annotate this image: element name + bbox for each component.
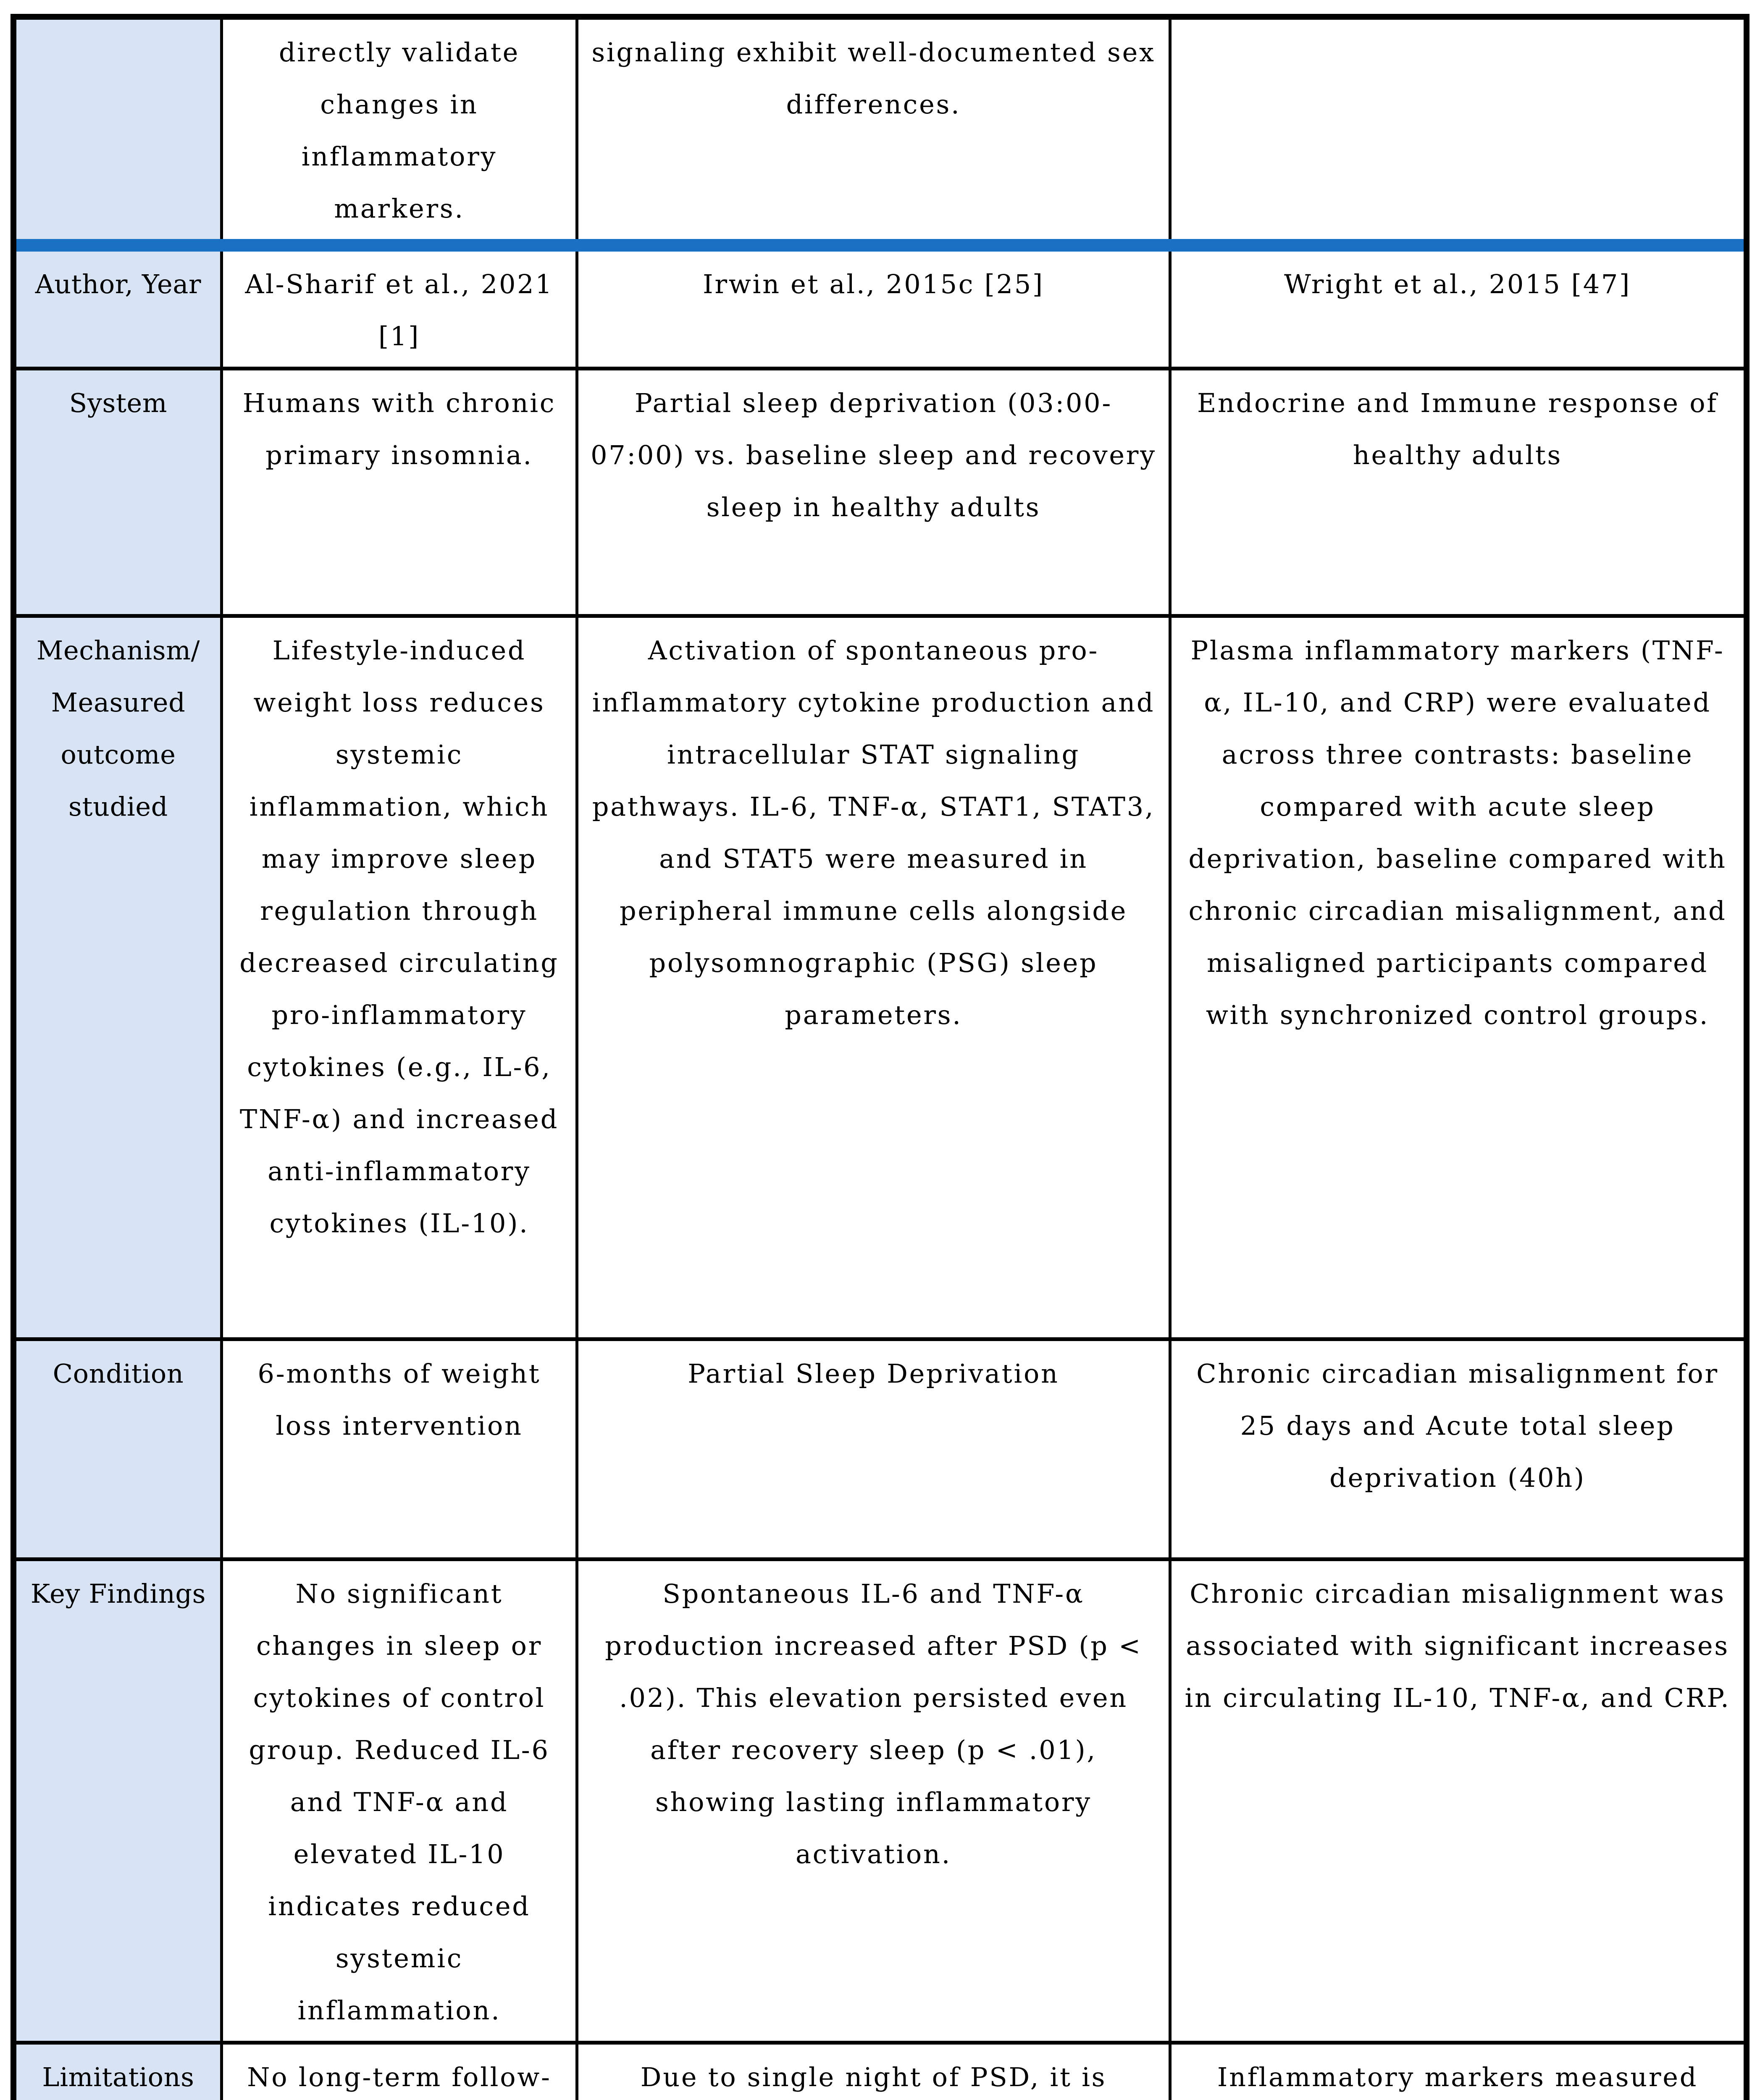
data-cell: No long-term follow-up to assess durabil… [223, 2045, 578, 2100]
data-cell: Partial Sleep Deprivation [578, 1341, 1172, 1557]
data-cell: Endocrine and Immune response of healthy… [1197, 388, 1718, 470]
data-cell: Chronic circadian misalignment for 25 da… [1196, 1358, 1719, 1493]
row-header-cell: Limitations [16, 2045, 223, 2100]
table-row-limitations: Limitations No long-term follow-up to as… [16, 2045, 1744, 2100]
row-header-cell: Condition [16, 1341, 223, 1557]
table-row-continuation: directly validate changes in inflammator… [16, 20, 1744, 239]
row-header-cell: System [16, 370, 223, 614]
data-cell: directly validate changes in inflammator… [223, 20, 578, 239]
table-row-condition: Condition 6-months of weight loss interv… [16, 1341, 1744, 1561]
row-header-cell: Mechanism/ Measured outcome studied [16, 618, 223, 1337]
data-cell: Al-Sharif et al., 2021 [1] [223, 252, 578, 367]
table-row-author-year: Author, Year Al-Sharif et al., 2021 [1] … [16, 252, 1744, 370]
table-row-key-findings: Key Findings No significant changes in s… [16, 1561, 1744, 2045]
data-cell: Activation of spontaneous pro-inflammato… [578, 618, 1172, 1337]
row-header-cell: Author, Year [16, 252, 223, 367]
data-cell: signaling exhibit well-documented sex di… [578, 20, 1172, 239]
data-cell: 6-months of weight loss intervention [223, 1341, 578, 1557]
row-header-cell: Key Findings [16, 1561, 223, 2041]
data-cell: Lifestyle-induced weight loss reduces sy… [223, 618, 578, 1337]
data-cell: Humans with chronic primary insomnia. [223, 370, 578, 614]
table-row-mechanism: Mechanism/ Measured outcome studied Life… [16, 618, 1744, 1341]
review-table: directly validate changes in inflammator… [11, 14, 1749, 2100]
data-cell: No significant changes in sleep or cytok… [223, 1561, 578, 2041]
study-separator-band [16, 239, 1744, 252]
data-cell: Spontaneous IL-6 and TNF-α production in… [578, 1561, 1172, 2041]
row-header-cell [16, 20, 223, 239]
data-cell: Inflammatory markers measured infrequent… [1217, 2062, 1698, 2092]
data-cell: Due to single night of PSD, it is unclea… [578, 2045, 1172, 2100]
table-row-system: System Humans with chronic primary insom… [16, 370, 1744, 618]
data-cell: Partial sleep deprivation (03:00-07:00) … [578, 370, 1172, 614]
data-cell: Plasma inflammatory markers (TNF-α, IL-1… [1188, 635, 1727, 1030]
data-cell: Irwin et al., 2015c [25] [578, 252, 1172, 367]
data-cell [1172, 20, 1744, 239]
data-cell: Wright et al., 2015 [47] [1284, 269, 1631, 299]
data-cell: Chronic circadian misalignment was assoc… [1185, 1578, 1731, 1713]
